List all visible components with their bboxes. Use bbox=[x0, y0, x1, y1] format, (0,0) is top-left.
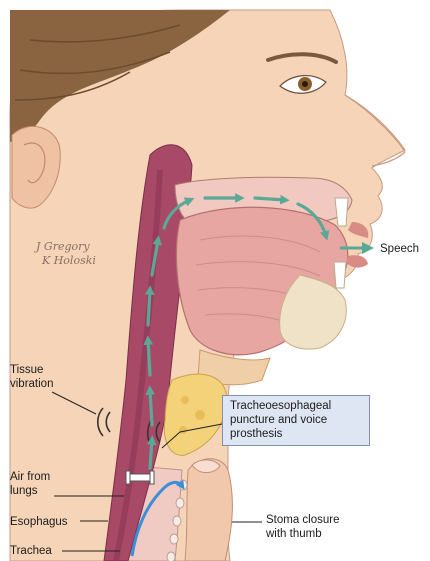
signature-line-1: J Gregory bbox=[36, 240, 96, 254]
label-air-from-lungs: Air from lungs bbox=[10, 470, 50, 498]
artist-signature: J Gregory K Holoski bbox=[36, 240, 96, 268]
signature-line-2: K Holoski bbox=[36, 254, 96, 268]
label-esophagus: Esophagus bbox=[10, 515, 68, 529]
thumb bbox=[185, 459, 232, 561]
label-tracheoesophageal-prosthesis: Tracheoesophageal puncture and voice pro… bbox=[222, 395, 370, 446]
label-stoma-closure: Stoma closure with thumb bbox=[266, 513, 340, 541]
label-trachea: Trachea bbox=[10, 544, 52, 558]
label-speech: Speech bbox=[380, 242, 419, 256]
label-tissue-vibration: Tissue vibration bbox=[10, 363, 53, 391]
lower-tooth bbox=[334, 262, 346, 288]
